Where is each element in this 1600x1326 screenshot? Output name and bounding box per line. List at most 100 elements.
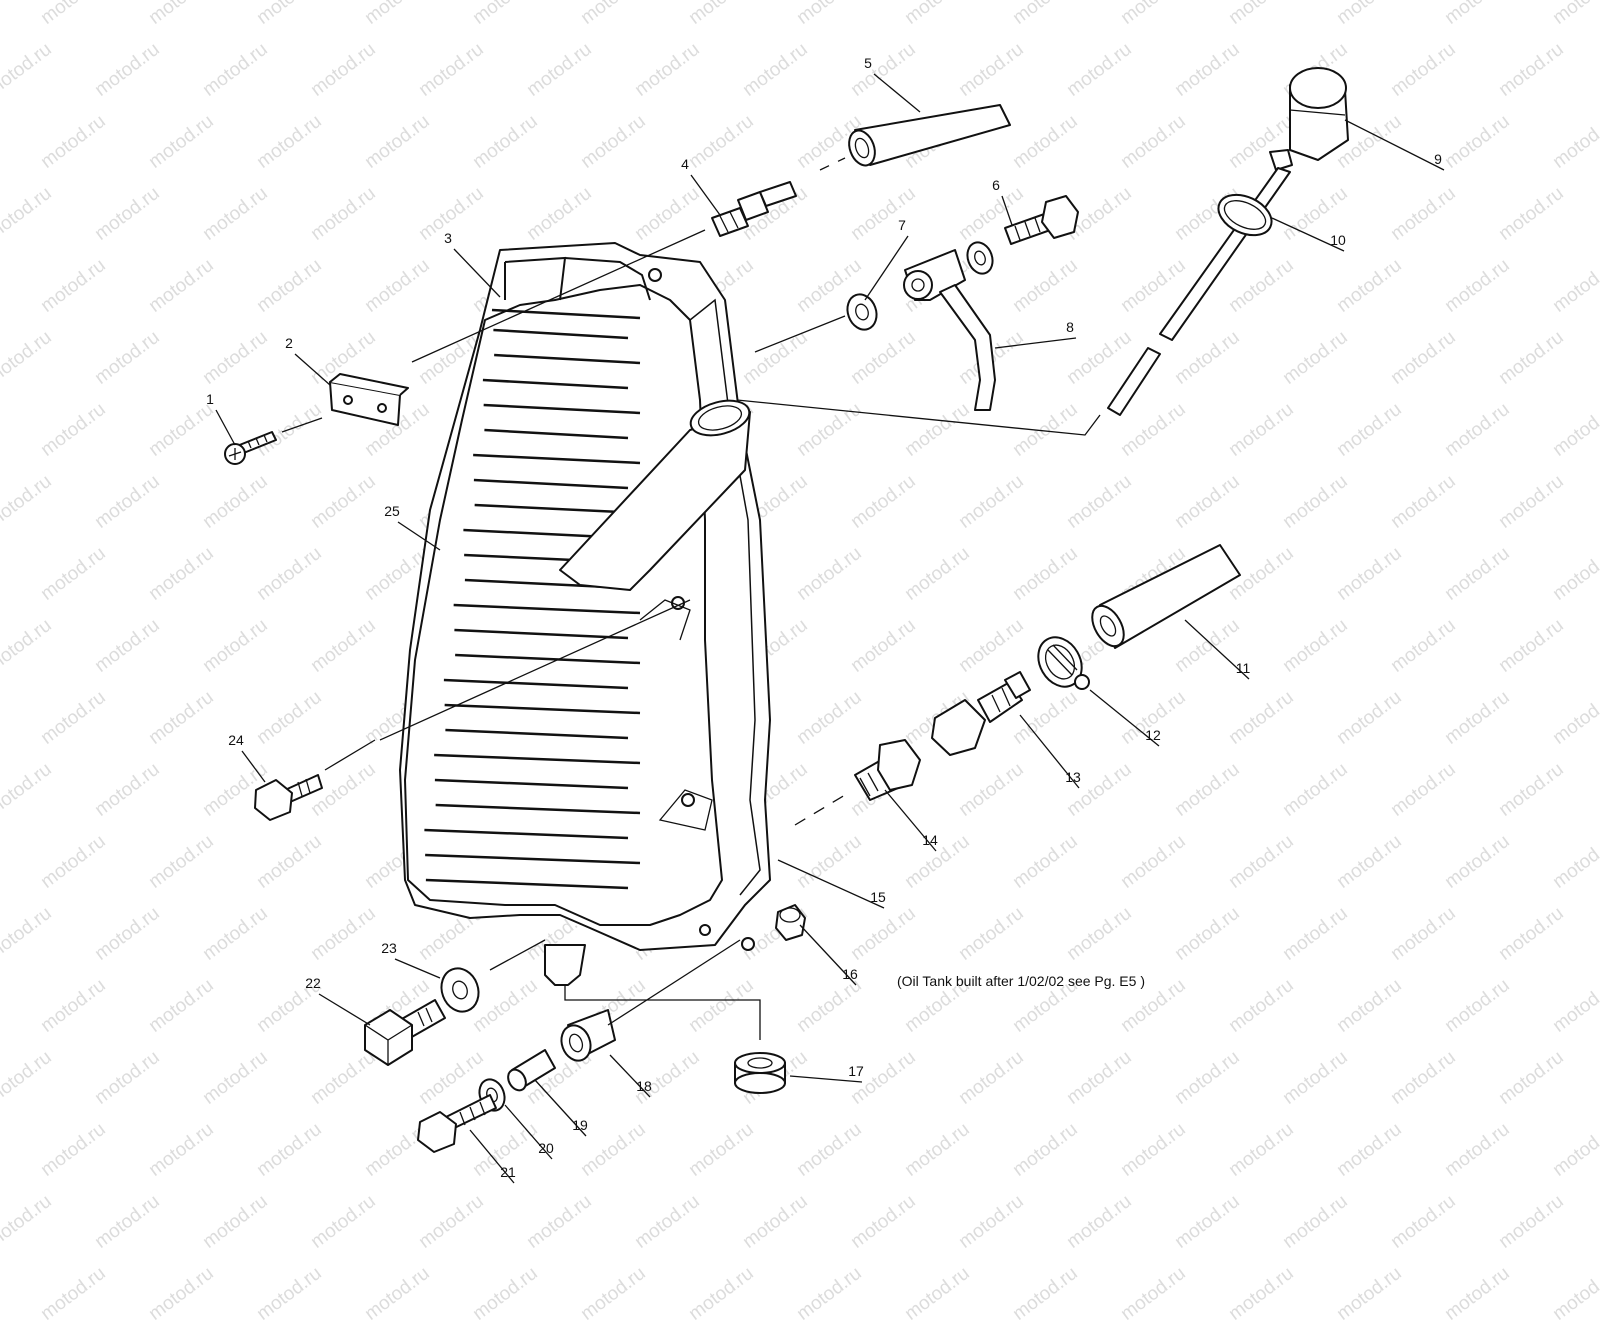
filler-neck-opening (689, 399, 751, 437)
tank-rib (473, 478, 629, 490)
tank-rib (425, 878, 629, 890)
tank-rib (493, 328, 629, 340)
tank-rib (435, 803, 641, 815)
leader-line-20 (504, 1104, 553, 1160)
leader-line-3 (453, 248, 501, 298)
leader-line-15 (777, 859, 885, 909)
callout-13: 13 (1065, 769, 1081, 785)
callout-5: 5 (864, 55, 872, 71)
watermark-text: motod.ru (631, 1190, 704, 1253)
tank-rib (434, 753, 641, 765)
callout-labels: 1234567891011121314151617181920212223242… (206, 55, 1442, 1180)
watermark-text: motod.ru (1171, 1190, 1244, 1253)
leader-line-17 (789, 1075, 863, 1083)
fitting-4 (711, 181, 797, 237)
watermark-text: motod.ru (0, 1190, 56, 1253)
tank-rib (445, 728, 629, 740)
watermark-text: motod.ru (1063, 1190, 1136, 1253)
grommet-17 (734, 1052, 786, 1094)
leader-line-16 (799, 924, 857, 986)
tank-rib (484, 428, 629, 440)
watermark-text: motod.ru (739, 1190, 812, 1253)
watermark-text: motod.ru (955, 1190, 1028, 1253)
callout-10: 10 (1330, 232, 1346, 248)
leader-line-25 (397, 521, 441, 551)
leader-line-23 (394, 958, 441, 979)
watermark-text: motod.ru (0, 1263, 2, 1326)
callout-24: 24 (228, 732, 244, 748)
watermark-text: motod.ru (145, 1262, 218, 1325)
sleeve-19 (507, 1049, 556, 1092)
bolt-24 (254, 774, 323, 821)
tank-rib (494, 353, 641, 365)
fitting-14 (854, 739, 921, 801)
leader-lines (215, 73, 1445, 1184)
leader-line-12 (1089, 689, 1160, 747)
tank-rib (425, 853, 641, 865)
washer-23 (440, 967, 480, 1013)
hose-11 (1091, 544, 1241, 649)
leader-line-18 (609, 1054, 651, 1098)
leader-line-6 (1001, 195, 1013, 226)
callout-14: 14 (922, 832, 938, 848)
leader-line-10 (1271, 217, 1345, 252)
oil-tank (399, 242, 771, 986)
assembly-lines (281, 157, 1101, 1040)
leader-line-21 (469, 1129, 515, 1184)
leader-line-19 (534, 1079, 587, 1137)
watermark-text: motod.ru (361, 1262, 434, 1325)
tank-rib (443, 678, 629, 690)
grommet-18 (560, 1009, 616, 1062)
watermark-text: motod.ru (37, 1262, 110, 1325)
tank-rib (454, 628, 629, 640)
leader-line-7 (864, 235, 909, 301)
callout-21: 21 (500, 1164, 516, 1180)
watermark-text: motod.ru (1279, 1190, 1352, 1253)
leader-line-5 (873, 73, 921, 113)
leader-line-4 (690, 174, 721, 216)
watermark-text: motod.ru (1441, 1262, 1514, 1325)
tank-rib (434, 778, 629, 790)
callout-15: 15 (870, 889, 886, 905)
tank-rib (444, 703, 641, 715)
leader-line-24 (241, 750, 266, 783)
callout-17: 17 (848, 1063, 864, 1079)
watermark-text: motod.ru (847, 1190, 920, 1253)
callout-1: 1 (206, 391, 214, 407)
watermark-text: motod.ru (91, 1190, 164, 1253)
screw-1 (224, 431, 277, 465)
callout-3: 3 (444, 230, 452, 246)
watermark-text: motod.ru (1225, 1262, 1298, 1325)
o-ring-10 (1217, 193, 1273, 237)
callout-18: 18 (636, 1078, 652, 1094)
watermark-text: motod.ru (1549, 1262, 1600, 1325)
fitting-13 (931, 671, 1031, 756)
drain-nipple (544, 944, 586, 986)
watermark-text: motod.ru (1333, 1262, 1406, 1325)
watermark-text: motod.ru (901, 1262, 974, 1325)
drain-bolt-22 (364, 999, 446, 1066)
mount-hole-bottom-1 (699, 924, 711, 936)
bolt-21 (417, 1094, 497, 1153)
mount-hole-lower (681, 793, 695, 807)
watermark-text: motod.ru (199, 1190, 272, 1253)
callout-16: 16 (842, 966, 858, 982)
callout-19: 19 (572, 1117, 588, 1133)
callout-25: 25 (384, 503, 400, 519)
callout-11: 11 (1236, 660, 1251, 676)
leader-line-11 (1184, 619, 1250, 680)
leader-line-14 (884, 789, 937, 852)
watermark-text: motod.ru (523, 1190, 596, 1253)
leader-line-9 (1344, 119, 1445, 171)
callout-12: 12 (1145, 727, 1161, 743)
watermark-text: motod.ru (577, 1262, 650, 1325)
watermark-text: motod.ru (1009, 1262, 1082, 1325)
washer-7a (966, 241, 994, 275)
leader-line-2 (294, 353, 331, 386)
tank-rib (482, 378, 629, 390)
callout-8: 8 (1066, 319, 1074, 335)
watermark-text: motod.ru (793, 1262, 866, 1325)
tank-rib (473, 453, 641, 465)
leader-line-1 (215, 409, 236, 446)
callout-4: 4 (681, 156, 689, 172)
